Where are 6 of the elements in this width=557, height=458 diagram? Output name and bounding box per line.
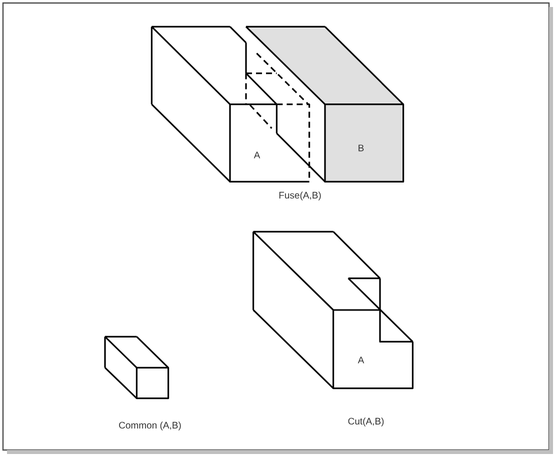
label: Cut(A,B) [348, 418, 384, 426]
label: Common (A,B) [119, 422, 181, 430]
label: B [358, 144, 364, 152]
label: Fuse(A,B) [279, 192, 321, 200]
label: A [254, 152, 260, 158]
label: A [358, 356, 364, 364]
